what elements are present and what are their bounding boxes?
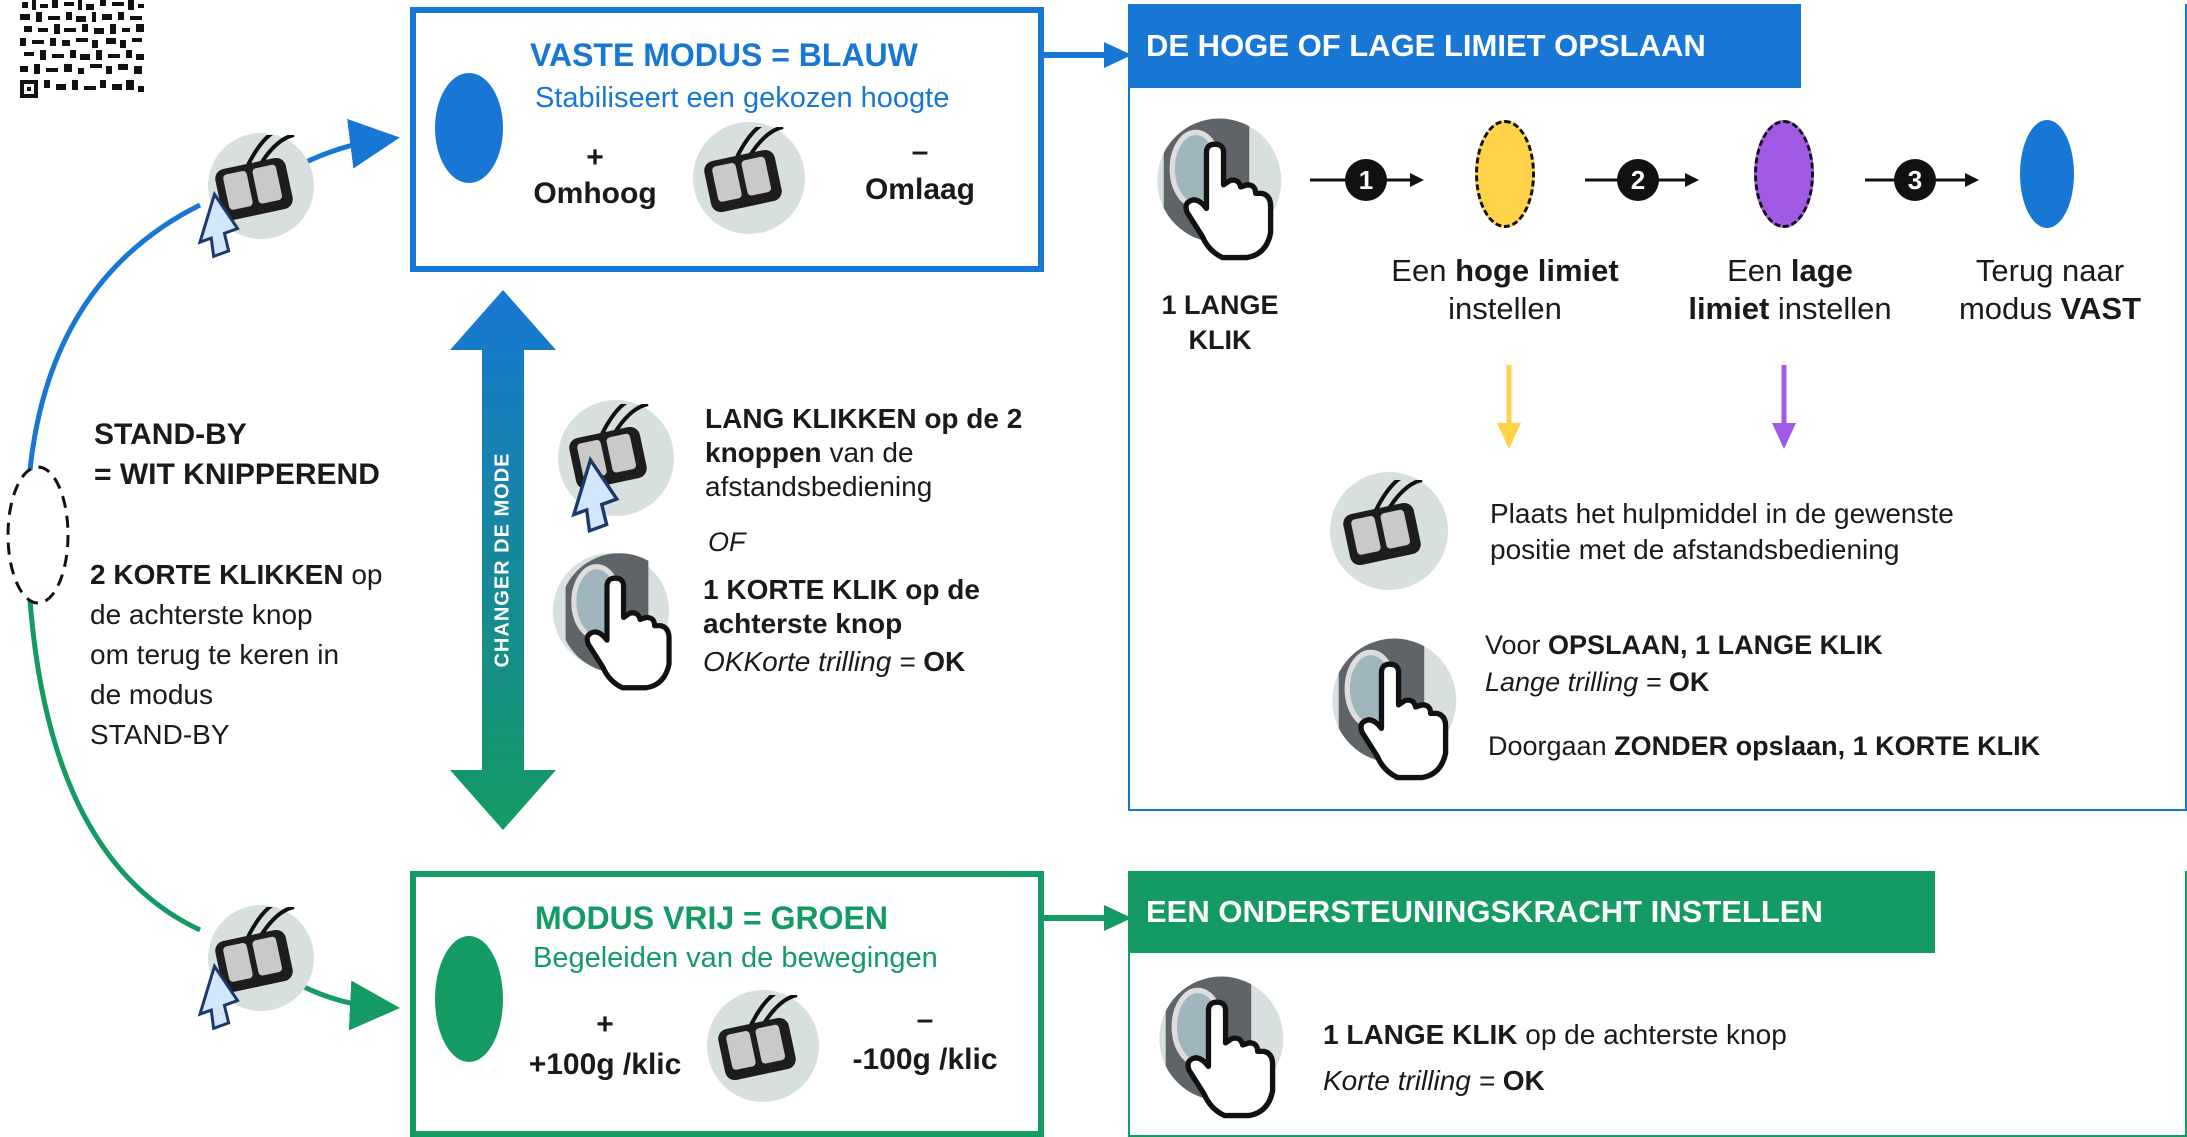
blue-led-indicator (2020, 120, 2074, 228)
standby-description: 2 KORTE KLIKKEN op de achterste knop om … (90, 559, 383, 750)
change-mode-double-arrow (450, 290, 556, 830)
fixed-mode-title: VASTE MODUS = BLAUW (530, 37, 918, 73)
hand-press-icon (1332, 638, 1457, 781)
support-force-panel (1128, 871, 2187, 1137)
support-instruction: 1 LANGE KLIK op de achterste knop Korte … (1323, 1019, 1787, 1096)
fixed-mode-box (410, 7, 1044, 272)
pointer-arrow-icon (197, 190, 240, 259)
minus-100g-label: –-100g /klic (852, 1003, 998, 1076)
remote-control-icon (1339, 480, 1425, 569)
step-badge: 3 (1894, 159, 1936, 201)
qr-code-icon (20, 0, 145, 98)
hand-press-icon (1159, 976, 1284, 1119)
pointer-arrow-icon (197, 962, 240, 1031)
purple-led-indicator (1754, 120, 1814, 228)
step-badge: 2 (1617, 159, 1659, 201)
long-click-instruction: LANG KLIKKEN op de 2 knoppen van de afst… (705, 403, 1023, 502)
free-mode-title: MODUS VRIJ = GROEN (535, 900, 888, 936)
green-led-indicator (435, 936, 503, 1062)
support-force-header: EEN ONDERSTEUNINGSKRACHT INSTELLEN (1128, 871, 1935, 953)
pointer-arrow-icon (571, 456, 620, 534)
high-limit-label: Een hoge limiet instellen (1391, 253, 1619, 326)
arrow-to-save-limit (1044, 42, 1132, 68)
blue-led-indicator (435, 73, 503, 183)
back-to-fixed-label: Terug naar modus VAST (1958, 253, 2142, 326)
free-mode-subtitle: Begeleiden van de bewegingen (533, 942, 938, 974)
down-label: –Omlaag (864, 135, 976, 206)
up-label: +Omhoog (533, 141, 657, 210)
mode-loop-connector (6, 118, 400, 1031)
or-label: OF (708, 527, 746, 557)
yellow-down-arrow (1497, 365, 1521, 449)
standby-title: STAND-BY = WIT KNIPPEREND (94, 418, 380, 491)
remote-control-icon (714, 995, 800, 1084)
change-mode-label: CHANGER DE MODE (491, 452, 514, 668)
free-mode-box (410, 871, 1044, 1137)
save-limit-panel (1128, 4, 2187, 811)
hand-press-icon (565, 553, 672, 691)
skip-save-instruction: Doorgaan ZONDER opslaan, 1 KORTE KLIK (1488, 731, 2041, 761)
save-instruction: Voor OPSLAAN, 1 LANGE KLIK Lange trillin… (1485, 630, 1883, 697)
remote-control-icon (700, 127, 786, 216)
plus-100g-label: ++100g /klic (528, 1008, 682, 1081)
hand-press-icon (1157, 118, 1282, 261)
fixed-mode-subtitle: Stabiliseert een gekozen hoogte (535, 82, 950, 114)
step-badge: 1 (1345, 159, 1387, 201)
low-limit-label: Een lage limiet instellen (1688, 253, 1892, 326)
arrow-to-support (1044, 905, 1132, 931)
save-limit-header: DE HOGE OF LAGE LIMIET OPSLAAN (1128, 4, 1801, 88)
purple-down-arrow (1772, 365, 1796, 449)
short-click-instruction: 1 KORTE KLIK op de achterste knop OKKort… (703, 574, 980, 677)
yellow-led-indicator (1475, 120, 1535, 228)
place-device-text: Plaats het hulpmiddel in de gewenste pos… (1490, 498, 1954, 565)
